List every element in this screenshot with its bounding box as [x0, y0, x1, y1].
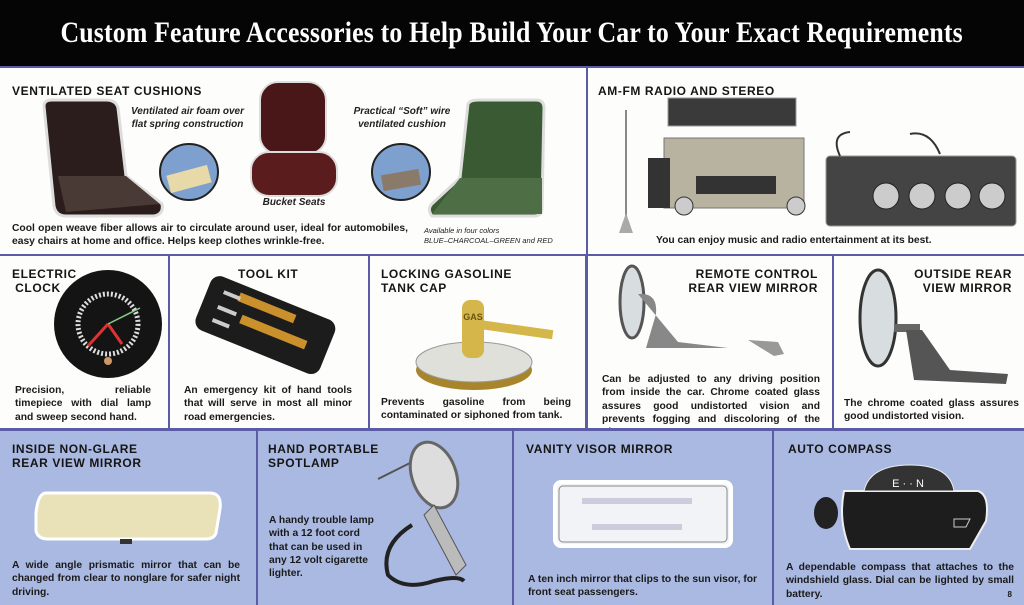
gas-cap-description: Prevents gasoline from being contaminate… — [381, 397, 571, 422]
spotlamp-description: A handy trouble lamp with a 12 foot cord… — [269, 515, 374, 580]
radio-description: You can enjoy music and radio entertainm… — [656, 235, 932, 246]
inside-mirror-title-line-1: INSIDE NON-GLARE — [12, 442, 138, 456]
clock-description: Precision, reliable timepiece with dial … — [15, 385, 151, 423]
outside-mirror-description: The chrome coated glass assures good und… — [844, 398, 1019, 423]
compass-dial-text: E · · N — [892, 478, 924, 490]
gas-key-label: GAS — [463, 312, 483, 322]
gas-cap-title-line-2: TANK CAP — [381, 281, 447, 295]
visor-mirror-description: A ten inch mirror that clips to the sun … — [528, 574, 758, 599]
foam-detail-image — [159, 143, 219, 201]
panel-radio: AM-FM RADIO AND STEREO You can enjoy mus… — [588, 68, 1024, 254]
inside-mirror-description: A wide angle prismatic mirror that can b… — [12, 560, 240, 598]
spotlamp-image — [377, 440, 467, 587]
outside-mirror-title-line-2: VIEW MIRROR — [922, 281, 1012, 295]
panel-compass: AUTO COMPASS E · · N A dependable compas… — [774, 431, 1024, 605]
electric-clock-image — [54, 270, 162, 378]
seat-caption-center: Bucket Seats — [262, 197, 326, 208]
bucket-seat-image — [250, 81, 338, 197]
compass-image: E · · N — [814, 464, 988, 550]
page-number: 8 — [1007, 590, 1012, 599]
spotlamp-title-line-1: HAND PORTABLE — [268, 442, 379, 456]
inside-mirror-title-line-2: REAR VIEW MIRROR — [12, 456, 142, 470]
stereo-unit-image — [825, 131, 1017, 227]
page-header: Custom Feature Accessories to Help Build… — [0, 0, 1024, 66]
remote-mirror-description: Can be adjusted to any driving position … — [602, 374, 820, 428]
remote-mirror-title-line-2: REAR VIEW MIRROR — [688, 281, 818, 295]
outside-mirror-title-line-1: OUTSIDE REAR — [914, 267, 1012, 281]
clock-title-line-2: CLOCK — [15, 281, 61, 295]
compass-description: A dependable compass that attaches to th… — [786, 562, 1014, 600]
spotlamp-title-line-2: SPOTLAMP — [268, 456, 340, 470]
visor-mirror-title: VANITY VISOR MIRROR — [526, 442, 673, 456]
outside-mirror-image — [858, 268, 1008, 384]
gas-cap-image: GAS — [415, 300, 554, 390]
tool-kit-description: An emergency kit of hand tools that will… — [184, 385, 352, 423]
seat-caption-right: Practical “Soft” wire ventilated cushion — [353, 106, 451, 130]
tool-kit-image — [195, 276, 336, 375]
seat-cushion-charcoal-image — [42, 98, 164, 218]
panel-tool-kit: TOOL KIT An emergency kit of hand tools … — [170, 256, 368, 428]
gas-cap-title-line-1: LOCKING GASOLINE — [381, 267, 512, 281]
seat-caption-left: Ventilated air foam over flat spring con… — [131, 106, 244, 130]
page-title: Custom Feature Accessories to Help Build… — [60, 16, 964, 49]
antenna-image — [619, 110, 633, 233]
radio-unit-image — [648, 97, 806, 216]
panel-seat-cushions: VENTILATED SEAT CUSHIONS Ventilated air … — [0, 68, 586, 254]
remote-mirror-title-line-1: REMOTE CONTROL — [695, 267, 818, 281]
colors-note-2: BLUE–CHARCOAL–GREEN and RED — [424, 236, 553, 245]
panel-visor-mirror: VANITY VISOR MIRROR A ten inch mirror th… — [514, 431, 772, 605]
tool-kit-title: TOOL KIT — [238, 267, 299, 281]
compass-title: AUTO COMPASS — [788, 442, 893, 456]
seat-cushions-title: VENTILATED SEAT CUSHIONS — [12, 84, 202, 98]
seat-cushions-description: Cool open weave fiber allows air to circ… — [12, 223, 408, 248]
colors-note-1: Available in four colors — [424, 226, 500, 235]
wire-detail-image — [371, 143, 431, 201]
seat-cushion-green-image — [427, 98, 546, 218]
radio-title: AM-FM RADIO AND STEREO — [598, 84, 775, 98]
visor-mirror-image — [553, 480, 733, 548]
clock-title-line-1: ELECTRIC — [12, 267, 77, 281]
remote-mirror-image — [618, 264, 784, 356]
inside-mirror-image — [34, 491, 222, 544]
